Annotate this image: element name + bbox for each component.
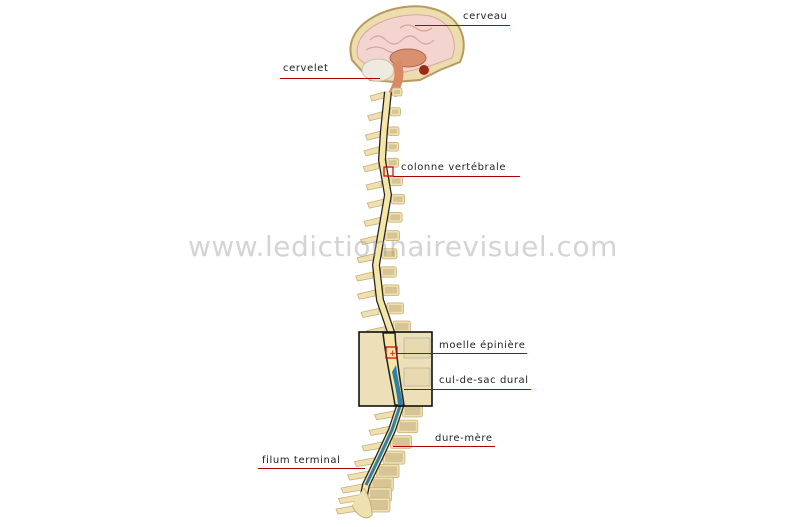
spinous-process [365, 180, 382, 191]
bone-texture [388, 304, 402, 312]
label-cervelet: cervelet [283, 63, 329, 74]
brain [349, 5, 465, 98]
spinous-process [360, 307, 380, 318]
sacrum-coccyx [351, 487, 373, 519]
watermark: www.ledictionnairevisuel.com [188, 230, 618, 263]
leader-colonne [393, 176, 520, 177]
bone-texture [393, 196, 403, 202]
leader-filum [258, 468, 365, 469]
spinous-process [362, 162, 379, 173]
spinous-process [355, 271, 374, 282]
leader-cervelet [280, 78, 380, 79]
bone-texture [378, 466, 398, 476]
bone-texture [391, 109, 399, 114]
bone-texture [370, 489, 390, 500]
vertebral-body [391, 87, 403, 97]
label-cerveau: cerveau [463, 11, 508, 22]
bone-texture [385, 453, 403, 463]
inset-detail: + [358, 331, 433, 407]
leader-moelle [397, 353, 527, 354]
bone-texture [368, 500, 388, 510]
bone-texture [382, 268, 395, 276]
colonne-marker [383, 166, 394, 177]
bone-texture [387, 232, 398, 239]
label-filum-terminal: filum terminal [262, 455, 341, 466]
bone-texture [404, 406, 421, 415]
bone-texture [383, 250, 395, 257]
bone-texture [384, 286, 398, 294]
bone-texture [399, 422, 416, 431]
label-dure-mere: dure-mère [435, 433, 493, 444]
spinous-process [369, 91, 385, 102]
vertebral-column [335, 87, 426, 519]
bone-texture [388, 160, 397, 166]
spinous-process [340, 483, 363, 494]
label-moelle-epiniere: moelle épinière [439, 340, 526, 351]
leader-cerveau [415, 25, 510, 26]
spinous-process [363, 216, 381, 227]
bone-texture [372, 479, 392, 489]
spinous-process [364, 130, 381, 141]
label-cul-de-sac-dural: cul-de-sac dural [439, 375, 529, 386]
svg-text:+: + [389, 349, 397, 359]
spinous-process [366, 198, 384, 209]
bone-texture [392, 437, 410, 447]
bone-texture [390, 214, 401, 221]
spinous-process [374, 410, 395, 421]
label-colonne-vertebrale: colonne vertébrale [401, 162, 507, 173]
bone-texture [388, 144, 397, 150]
bone-texture [389, 128, 398, 134]
leader-dure-mere [393, 446, 495, 447]
spinous-process [356, 289, 376, 300]
bone-texture [394, 90, 400, 94]
bone-texture [395, 323, 409, 331]
spinous-process [367, 111, 383, 122]
spinous-process [363, 146, 380, 157]
leader-cul-de-sac [404, 389, 531, 390]
bone-texture [391, 178, 401, 184]
